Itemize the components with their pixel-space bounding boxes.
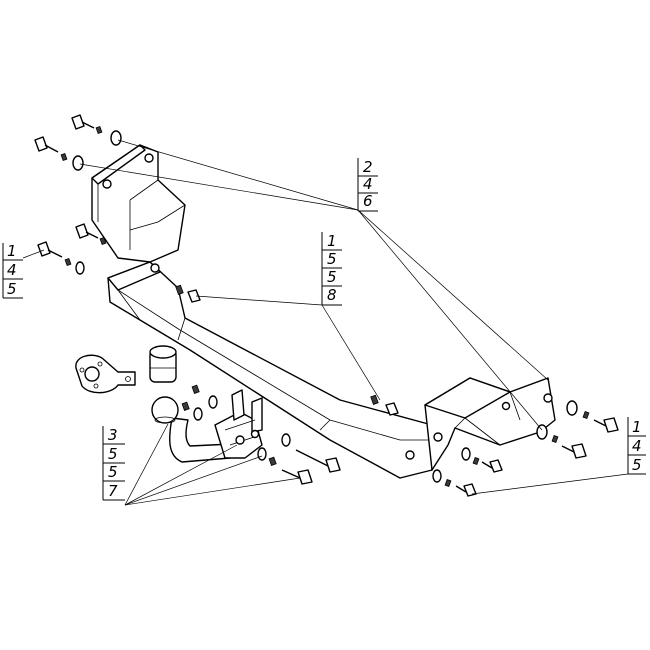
callout-label: 4 xyxy=(7,261,17,279)
bolt-set-right xyxy=(432,400,619,497)
callout-label: 5 xyxy=(632,456,642,474)
callout-center: 1 5 5 8 xyxy=(321,232,342,306)
callout-label: 5 xyxy=(108,445,118,463)
callout-label: 8 xyxy=(327,286,337,304)
callout-left: 1 4 5 xyxy=(2,242,23,299)
callout-label: 5 xyxy=(327,268,337,286)
callout-label: 5 xyxy=(327,250,337,268)
tow-ball-cap xyxy=(149,345,177,383)
bolt-set-center xyxy=(175,284,399,421)
callout-label: 4 xyxy=(363,175,373,193)
leader-lines xyxy=(22,139,629,506)
tow-ball-arm xyxy=(151,389,263,463)
callout-label: 1 xyxy=(7,242,17,260)
callout-label: 1 xyxy=(632,418,642,436)
callout-label: 5 xyxy=(108,463,118,481)
callout-label: 7 xyxy=(108,482,118,500)
callout-label: 3 xyxy=(108,426,118,444)
callout-label: 6 xyxy=(363,192,373,210)
bolt-set-left-lower xyxy=(37,223,107,275)
bolt-set-arm xyxy=(257,433,341,485)
callout-top-right: 2 4 6 xyxy=(357,158,378,212)
callout-label: 4 xyxy=(632,437,642,455)
callout-label: 5 xyxy=(7,280,17,298)
callout-right: 1 4 5 xyxy=(627,417,646,475)
callout-bottom-left: 3 5 5 7 xyxy=(102,426,125,501)
callout-label: 2 xyxy=(363,158,373,176)
bolt-set-left-upper xyxy=(34,114,122,171)
socket-mounting-plate xyxy=(75,354,136,394)
right-mounting-bracket xyxy=(405,377,556,471)
left-mounting-bracket xyxy=(91,144,186,273)
callout-label: 1 xyxy=(327,232,337,250)
